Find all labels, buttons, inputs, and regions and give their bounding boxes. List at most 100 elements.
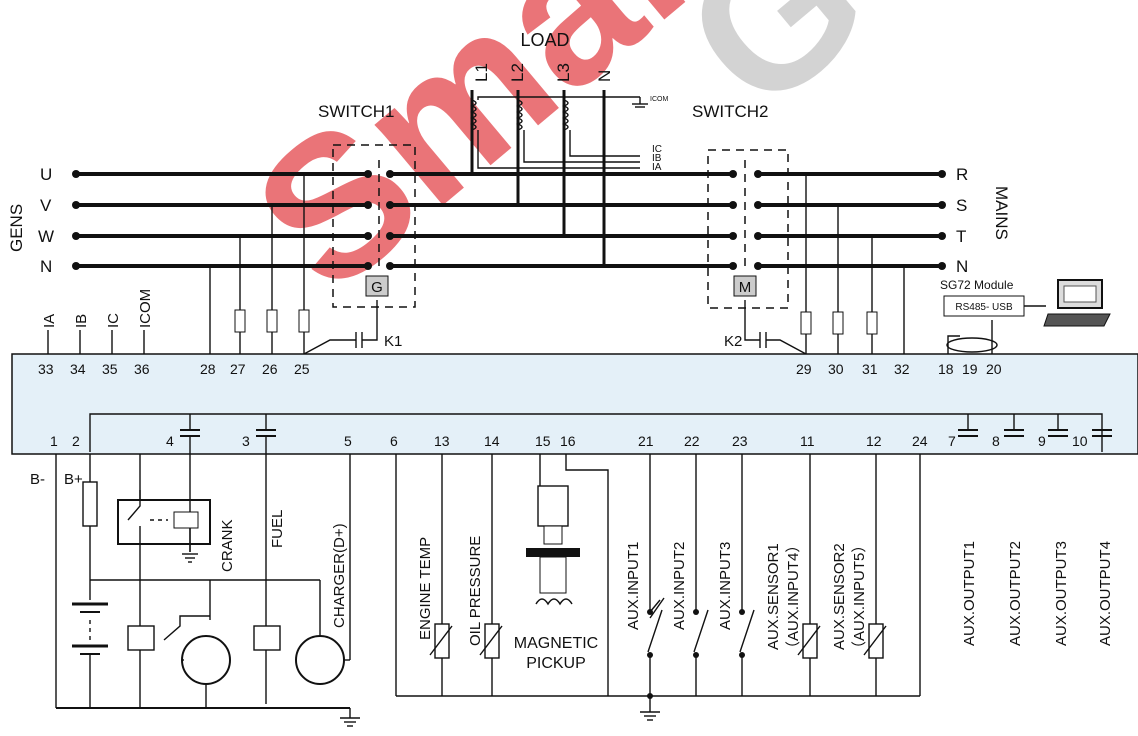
fuel-circuit [253, 454, 351, 685]
gens-label: GENS [7, 204, 26, 252]
svg-text:31: 31 [862, 361, 878, 377]
sensor-circuit [395, 454, 921, 721]
svg-text:6: 6 [390, 433, 398, 449]
aux-output1-label: AUX.OUTPUT1 [961, 541, 978, 646]
b-plus-label: B+ [64, 471, 83, 488]
ct-label-ia: IA [652, 162, 662, 173]
gen-phase-n: N [40, 257, 52, 276]
bottom-terminals: 1 2 4 3 5 6 13 14 15 16 21 22 23 11 12 2… [50, 433, 1088, 449]
svg-text:15: 15 [535, 433, 551, 449]
wire-label-ic: IC [105, 313, 122, 328]
svg-text:35: 35 [102, 361, 118, 377]
svg-text:27: 27 [230, 361, 246, 377]
k2-label: K2 [724, 333, 742, 350]
aux-sensor2-label: AUX.SENSOR2 [831, 543, 848, 650]
aux-output4-label: AUX.OUTPUT4 [1097, 541, 1114, 646]
mains-phase-t: T [956, 227, 966, 246]
crank-label: CRANK [219, 519, 236, 572]
svg-text:16: 16 [560, 433, 576, 449]
svg-text:22: 22 [684, 433, 700, 449]
oil-pressure-label: OIL PRESSURE [467, 536, 484, 646]
b-minus-label: B- [30, 471, 45, 488]
load-phase-l1: L1 [472, 63, 491, 82]
gen-phase-u: U [40, 165, 52, 184]
charger-label: CHARGER(D+) [331, 523, 348, 628]
svg-text:12: 12 [866, 433, 882, 449]
load-phase-n: N [595, 70, 614, 82]
svg-text:2: 2 [72, 433, 80, 449]
svg-text:32: 32 [894, 361, 910, 377]
svg-text:30: 30 [828, 361, 844, 377]
internal-common [89, 413, 1103, 452]
svg-text:25: 25 [294, 361, 310, 377]
mains-phase-labels: R S T N [956, 165, 968, 276]
load-phase-labels: L1 L2 L3 N [472, 63, 614, 82]
mains-phase-r: R [956, 165, 968, 184]
k1-label: K1 [384, 333, 402, 350]
laptop-icon [1043, 279, 1111, 327]
wire-label-ia: IA [41, 314, 58, 328]
svg-text:9: 9 [1038, 433, 1046, 449]
svg-text:10: 10 [1072, 433, 1088, 449]
mains-phase-s: S [956, 196, 967, 215]
module-title: SG72 Module [940, 278, 1014, 292]
aux-sensor1-sub: （AUX.INPUT4） [785, 538, 802, 656]
m-box [733, 275, 757, 297]
svg-text:14: 14 [484, 433, 500, 449]
switch2-box [707, 149, 789, 309]
controller-body [11, 353, 1138, 455]
svg-text:11: 11 [800, 433, 815, 449]
magnetic-pickup-icon [526, 548, 580, 557]
load-phase-l2: L2 [508, 63, 527, 82]
switch1-box [332, 144, 416, 308]
svg-text:7: 7 [948, 433, 956, 449]
starter-motor-icon [181, 635, 231, 685]
load-title: LOAD [520, 30, 569, 50]
wire-label-icom: ICOM [137, 289, 154, 328]
wire-label-ib: IB [73, 314, 90, 328]
fuel-label: FUEL [269, 510, 286, 548]
magnetic-label: MAGNETIC [514, 635, 598, 652]
pickup-label: PICKUP [526, 655, 586, 672]
gen-phase-w: W [38, 227, 54, 246]
top-terminals: 33 34 35 36 28 27 26 25 29 30 31 32 18 1… [38, 361, 1002, 377]
aux-input3-label: AUX.INPUT3 [717, 542, 734, 630]
crank-relay [117, 454, 231, 708]
svg-text:28: 28 [200, 361, 216, 377]
ct-label-ic: IC [652, 144, 662, 155]
svg-text:13: 13 [434, 433, 450, 449]
svg-text:5: 5 [344, 433, 352, 449]
alternator-icon [295, 635, 345, 685]
ct-label-ib: IB [652, 153, 662, 164]
svg-text:26: 26 [262, 361, 278, 377]
load-phase-l3: L3 [554, 63, 573, 82]
fuse-icon [82, 481, 98, 527]
svg-text:29: 29 [796, 361, 812, 377]
gen-phase-v: V [40, 196, 52, 215]
svg-text:8: 8 [992, 433, 1000, 449]
svg-text:G: G [644, 0, 907, 153]
svg-text:24: 24 [912, 433, 928, 449]
svg-text:19: 19 [962, 361, 978, 377]
aux-sensor2-sub: （AUX.INPUT5） [851, 538, 868, 656]
module-box-label: RS485- USB [955, 302, 1013, 313]
aux-sensor1-label: AUX.SENSOR1 [765, 543, 782, 650]
aux-input2-label: AUX.INPUT2 [671, 542, 688, 630]
aux-output3-label: AUX.OUTPUT3 [1053, 541, 1070, 646]
svg-text:18: 18 [938, 361, 954, 377]
svg-text:3: 3 [242, 433, 250, 449]
aux-output2-label: AUX.OUTPUT2 [1007, 541, 1024, 646]
g-box-label: G [371, 279, 383, 296]
svg-text:33: 33 [38, 361, 54, 377]
svg-text:36: 36 [134, 361, 150, 377]
m-box-label: M [739, 279, 752, 296]
mains-phase-n: N [956, 257, 968, 276]
switch2-label: SWITCH2 [692, 102, 769, 121]
svg-text:20: 20 [986, 361, 1002, 377]
svg-text:34: 34 [70, 361, 86, 377]
icom-label: ICOM [650, 96, 668, 103]
svg-text:23: 23 [732, 433, 748, 449]
battery-circuit [55, 454, 360, 727]
gen-phase-labels: U V W N [38, 165, 54, 276]
